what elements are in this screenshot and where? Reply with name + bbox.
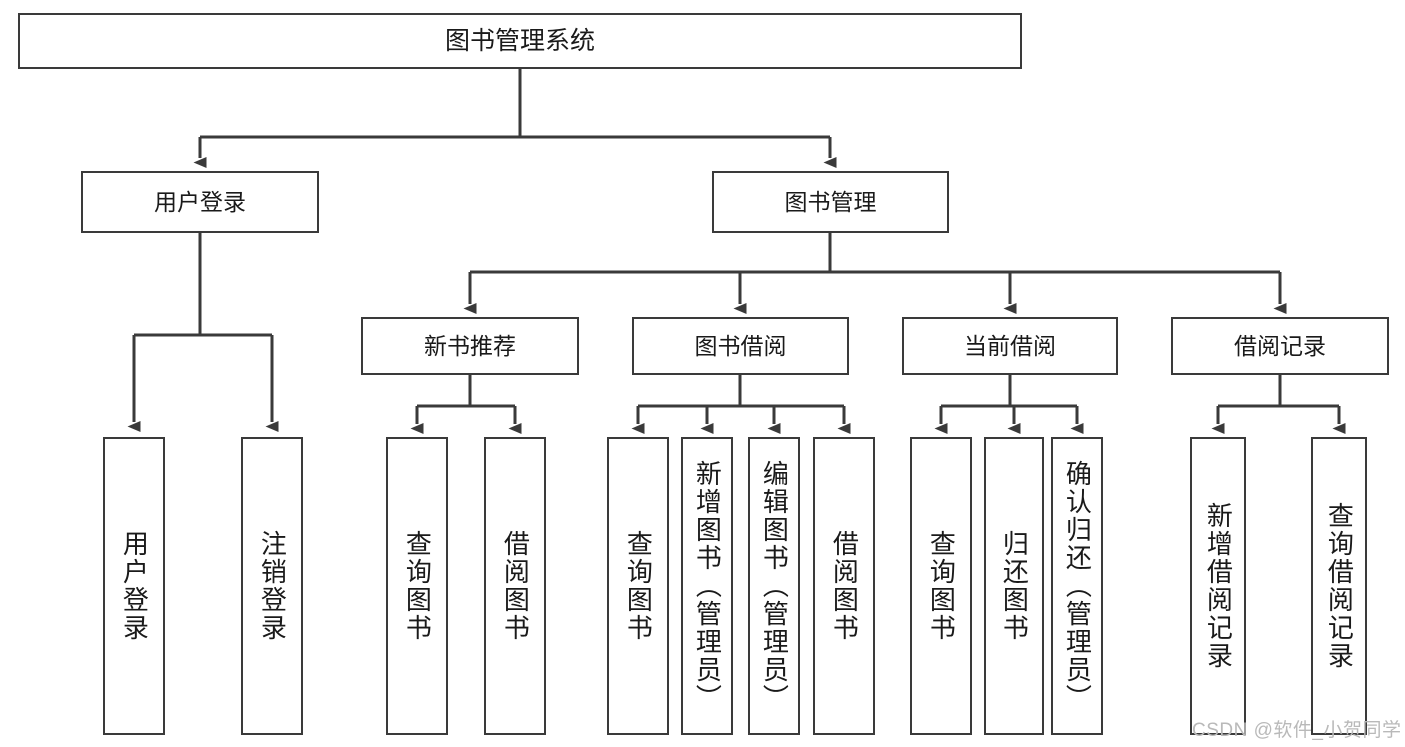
leaf-borrow-book[interactable]: 借阅图书 <box>813 437 875 735</box>
node-user-login[interactable]: 用户登录 <box>81 171 319 233</box>
leaf-logout-label: 注销登录 <box>257 530 288 642</box>
leaf-query-book-borrow-label: 查询图书 <box>623 530 654 642</box>
leaf-edit-book-admin[interactable]: 编辑图书（管理员） <box>748 437 800 735</box>
leaf-add-borrow-record-label: 新增借阅记录 <box>1203 502 1234 670</box>
leaf-query-borrow-record[interactable]: 查询借阅记录 <box>1311 437 1367 735</box>
leaf-user-login-label: 用户登录 <box>119 530 150 642</box>
leaf-borrow-book-label: 借阅图书 <box>829 530 860 642</box>
leaf-query-book-current[interactable]: 查询图书 <box>910 437 972 735</box>
leaf-return-book[interactable]: 归还图书 <box>984 437 1044 735</box>
node-borrow-record[interactable]: 借阅记录 <box>1171 317 1389 375</box>
leaf-query-book-current-label: 查询图书 <box>926 530 957 642</box>
leaf-edit-book-admin-label: 编辑图书（管理员） <box>759 460 790 712</box>
node-current-borrow[interactable]: 当前借阅 <box>902 317 1118 375</box>
leaf-query-borrow-record-label: 查询借阅记录 <box>1324 502 1355 670</box>
leaf-add-book-admin[interactable]: 新增图书（管理员） <box>681 437 733 735</box>
leaf-confirm-return-admin[interactable]: 确认归还（管理员） <box>1051 437 1103 735</box>
watermark: CSDN @软件_小贺同学 <box>1192 720 1402 741</box>
node-root-label: 图书管理系统 <box>444 26 595 55</box>
leaf-borrow-book-recommend[interactable]: 借阅图书 <box>484 437 546 735</box>
leaf-user-login[interactable]: 用户登录 <box>103 437 165 735</box>
node-new-book-recommend-label: 新书推荐 <box>424 332 516 359</box>
node-book-management[interactable]: 图书管理 <box>712 171 949 233</box>
leaf-add-borrow-record[interactable]: 新增借阅记录 <box>1190 437 1246 735</box>
leaf-query-book-borrow[interactable]: 查询图书 <box>607 437 669 735</box>
leaf-borrow-book-recommend-label: 借阅图书 <box>500 530 531 642</box>
leaf-query-book-recommend[interactable]: 查询图书 <box>386 437 448 735</box>
node-book-borrow[interactable]: 图书借阅 <box>632 317 849 375</box>
node-new-book-recommend[interactable]: 新书推荐 <box>361 317 579 375</box>
node-book-borrow-label: 图书借阅 <box>694 332 787 359</box>
leaf-query-book-recommend-label: 查询图书 <box>402 530 433 642</box>
node-current-borrow-label: 当前借阅 <box>964 332 1056 359</box>
leaf-return-book-label: 归还图书 <box>999 530 1030 642</box>
node-user-login-label: 用户登录 <box>154 188 246 215</box>
leaf-logout[interactable]: 注销登录 <box>241 437 303 735</box>
node-borrow-record-label: 借阅记录 <box>1234 332 1326 359</box>
leaf-add-book-admin-label: 新增图书（管理员） <box>692 460 723 712</box>
leaf-confirm-return-admin-label: 确认归还（管理员） <box>1062 460 1093 712</box>
node-book-management-label: 图书管理 <box>784 188 877 215</box>
node-root[interactable]: 图书管理系统 <box>18 13 1022 69</box>
